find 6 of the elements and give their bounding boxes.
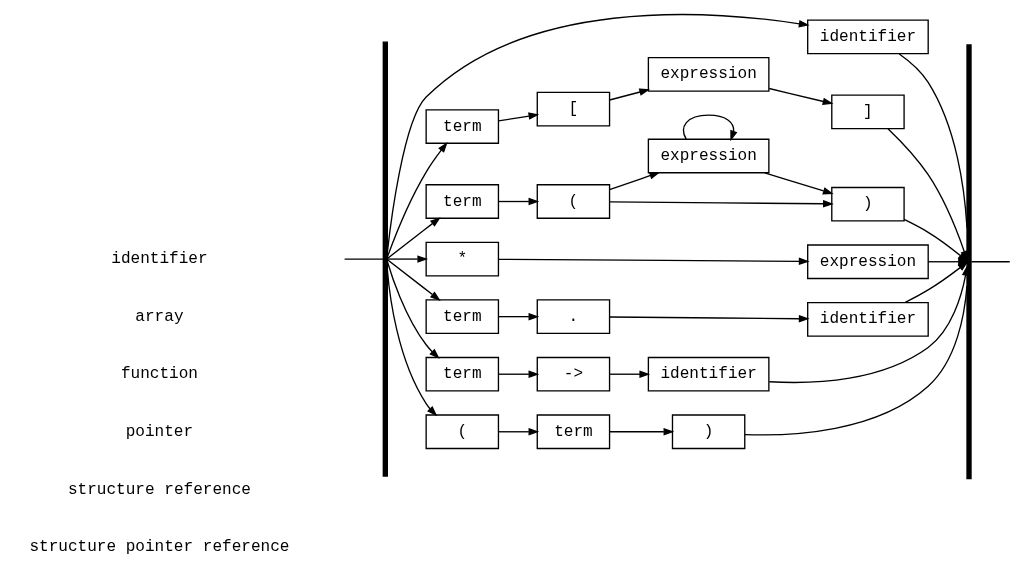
label: array bbox=[135, 307, 184, 326]
label: structure pointer reference bbox=[29, 537, 290, 556]
label: structure reference bbox=[67, 479, 251, 498]
label: pointer bbox=[125, 422, 194, 441]
label: identifier bbox=[111, 249, 208, 268]
label: function bbox=[120, 364, 198, 383]
